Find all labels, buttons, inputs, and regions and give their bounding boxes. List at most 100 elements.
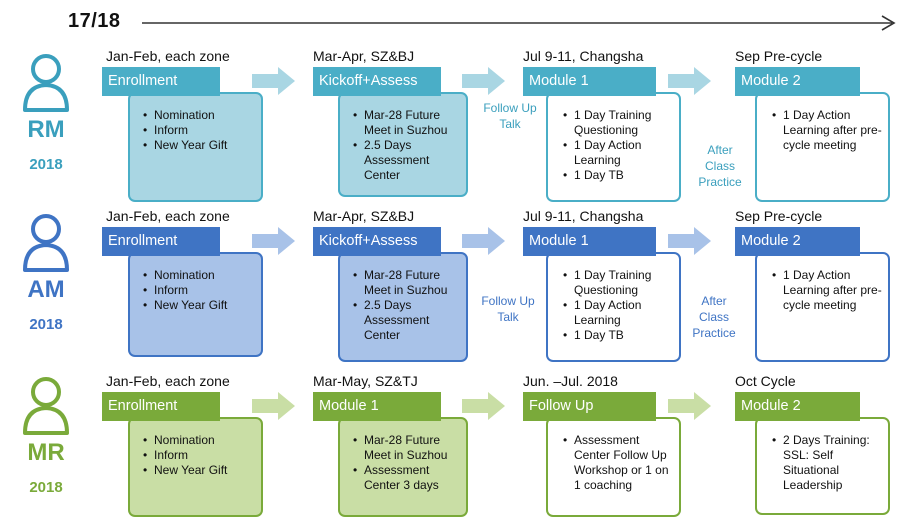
stage-date-label: Jul 9-11, Changsha — [523, 208, 644, 224]
stage-tab-kickoff-assess: Kickoff+Assess — [313, 227, 441, 256]
stage-detail-box: Mar-28 Future Meet in Suzhou2.5 Days Ass… — [338, 92, 468, 197]
stage-item-list: 1 Day Training Questioning1 Day Action L… — [562, 108, 673, 183]
stage-item: New Year Gift — [142, 463, 255, 478]
stage-item-list: NominationInformNew Year Gift — [142, 268, 255, 313]
flow-arrow — [668, 67, 711, 95]
flow-arrow — [462, 227, 505, 255]
stage-item: 2.5 Days Assessment Center — [352, 138, 460, 183]
timeline-label: 17/18 — [68, 10, 121, 32]
stage-item: Mar-28 Future Meet in Suzhou — [352, 268, 460, 298]
timeline-arrow — [142, 15, 896, 31]
side-note: After Class Practice — [692, 294, 736, 340]
stage-tab-enrollment: Enrollment — [102, 67, 220, 96]
stage-detail-box: 1 Day Action Learning after pre-cycle me… — [755, 92, 890, 202]
stage-date-label: Jan-Feb, each zone — [106, 373, 230, 389]
stage-item: 1 Day Action Learning after pre-cycle me… — [771, 108, 882, 153]
stage-detail-box: NominationInformNew Year Gift — [128, 417, 263, 517]
stage-item-list: Mar-28 Future Meet in SuzhouAssessment C… — [352, 433, 460, 493]
stage-date-label: Sep Pre-cycle — [735, 208, 823, 224]
flow-arrow — [462, 392, 505, 420]
stage-item: Nomination — [142, 433, 255, 448]
stage-tab-follow-up: Follow Up — [523, 392, 656, 421]
stage-detail-box: 2 Days Training: SSL: Self Situational L… — [755, 417, 890, 515]
role-year: 2018 — [29, 479, 63, 496]
stage-date-label: Jul 9-11, Changsha — [523, 48, 644, 64]
stage-item: 1 Day TB — [562, 328, 673, 343]
stage-item: 1 Day Action Learning after pre-cycle me… — [771, 268, 882, 313]
stage-item: Mar-28 Future Meet in Suzhou — [352, 433, 460, 463]
stage-item-list: 1 Day Action Learning after pre-cycle me… — [771, 108, 882, 153]
stage-item-list: 1 Day Action Learning after pre-cycle me… — [771, 268, 882, 313]
flow-arrow — [252, 392, 295, 420]
stage-item-list: NominationInformNew Year Gift — [142, 108, 255, 153]
role-am-block: AM 2018 — [14, 212, 78, 333]
flow-arrow — [462, 67, 505, 95]
role-year: 2018 — [29, 316, 63, 333]
stage-item: Assessment Center 3 days — [352, 463, 460, 493]
stage-detail-box: Mar-28 Future Meet in Suzhou2.5 Days Ass… — [338, 252, 468, 362]
stage-date-label: Mar-May, SZ&TJ — [313, 373, 418, 389]
stage-item: Inform — [142, 283, 255, 298]
stage-item: Inform — [142, 123, 255, 138]
stage-item-list: 2 Days Training: SSL: Self Situational L… — [771, 433, 882, 493]
stage-date-label: Jun. –Jul. 2018 — [523, 373, 618, 389]
side-note: Follow Up Talk — [481, 294, 535, 324]
flow-arrow — [668, 392, 711, 420]
person-icon — [23, 54, 69, 112]
stage-tab-module-2: Module 2 — [735, 392, 860, 421]
stage-detail-box: NominationInformNew Year Gift — [128, 92, 263, 202]
stage-item-list: Mar-28 Future Meet in Suzhou2.5 Days Ass… — [352, 108, 460, 183]
stage-tab-module-2: Module 2 — [735, 67, 860, 96]
stage-detail-box: NominationInformNew Year Gift — [128, 252, 263, 357]
stage-date-label: Mar-Apr, SZ&BJ — [313, 208, 415, 224]
stage-tab-module-1: Module 1 — [523, 227, 656, 256]
stage-item-list: 1 Day Training Questioning1 Day Action L… — [562, 268, 673, 343]
stage-item-list: NominationInformNew Year Gift — [142, 433, 255, 478]
stage-date-label: Jan-Feb, each zone — [106, 48, 230, 64]
stage-item: Nomination — [142, 108, 255, 123]
stage-item: New Year Gift — [142, 138, 255, 153]
stage-tab-enrollment: Enrollment — [102, 227, 220, 256]
stage-item: New Year Gift — [142, 298, 255, 313]
stage-date-label: Jan-Feb, each zone — [106, 208, 230, 224]
role-label: AM — [27, 276, 65, 303]
stage-detail-box: 1 Day Action Learning after pre-cycle me… — [755, 252, 890, 362]
stage-date-label: Mar-Apr, SZ&BJ — [313, 48, 415, 64]
stage-item: 2 Days Training: SSL: Self Situational L… — [771, 433, 882, 493]
stage-date-label: Sep Pre-cycle — [735, 48, 823, 64]
stage-item: 1 Day Training Questioning — [562, 108, 673, 138]
stage-tab-module-2: Module 2 — [735, 227, 860, 256]
flow-arrow — [252, 227, 295, 255]
role-year: 2018 — [29, 156, 63, 173]
stage-detail-box: Assessment Center Follow Up Workshop or … — [546, 417, 681, 517]
stage-item: Inform — [142, 448, 255, 463]
stage-tab-module-1: Module 1 — [313, 392, 441, 421]
role-label: MR — [27, 439, 65, 466]
stage-item: Mar-28 Future Meet in Suzhou — [352, 108, 460, 138]
side-note: Follow Up Talk — [483, 101, 537, 131]
side-note: After Class Practice — [698, 143, 742, 189]
stage-item-list: Mar-28 Future Meet in Suzhou2.5 Days Ass… — [352, 268, 460, 343]
flow-arrow — [252, 67, 295, 95]
stage-item: 1 Day TB — [562, 168, 673, 183]
stage-item: Assessment Center Follow Up Workshop or … — [562, 433, 673, 493]
stage-detail-box: 1 Day Training Questioning1 Day Action L… — [546, 252, 681, 362]
flow-arrow — [668, 227, 711, 255]
stage-tab-enrollment: Enrollment — [102, 392, 220, 421]
stage-item: 1 Day Action Learning — [562, 138, 673, 168]
stage-item: 1 Day Training Questioning — [562, 268, 673, 298]
person-icon — [23, 214, 69, 272]
stage-date-label: Oct Cycle — [735, 373, 796, 389]
stage-item: Nomination — [142, 268, 255, 283]
role-mr-block: MR 2018 — [14, 375, 78, 496]
stage-item-list: Assessment Center Follow Up Workshop or … — [562, 433, 673, 493]
role-label: RM — [27, 116, 65, 143]
role-rm-block: RM 2018 — [14, 52, 78, 173]
stage-item: 2.5 Days Assessment Center — [352, 298, 460, 343]
stage-detail-box: Mar-28 Future Meet in SuzhouAssessment C… — [338, 417, 468, 517]
person-icon — [23, 377, 69, 435]
stage-detail-box: 1 Day Training Questioning1 Day Action L… — [546, 92, 681, 202]
stage-item: 1 Day Action Learning — [562, 298, 673, 328]
stage-tab-kickoff-assess: Kickoff+Assess — [313, 67, 441, 96]
stage-tab-module-1: Module 1 — [523, 67, 656, 96]
